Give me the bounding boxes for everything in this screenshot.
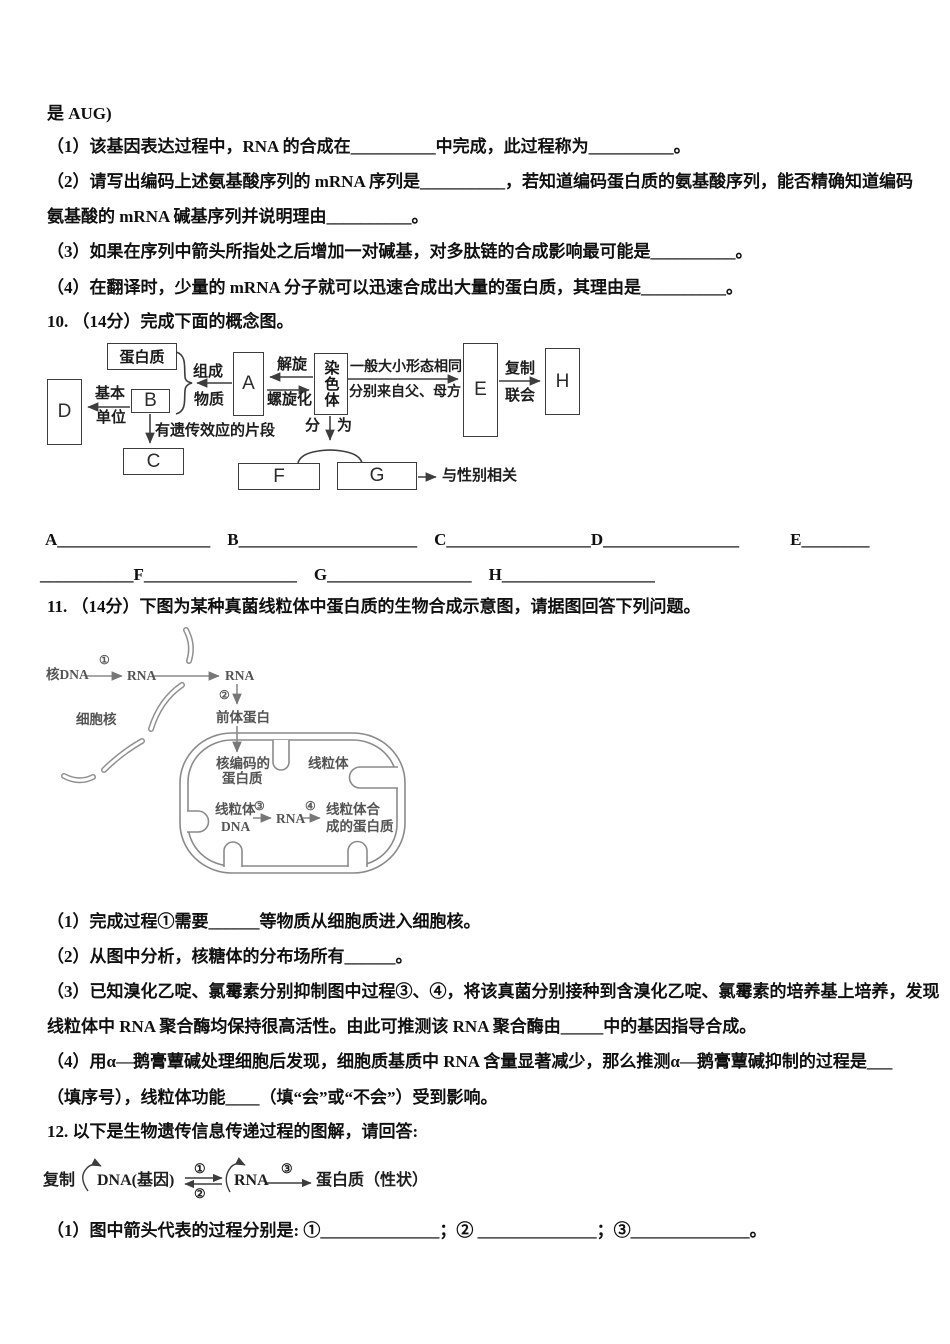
label-mito-protein-2: 成的蛋白质 [326,819,394,834]
label-from-parents: 分别来自父、母方 [349,385,461,400]
label-rna-1: RNA [127,668,157,683]
label-q12-step-2: ② [194,1186,206,1201]
label-same-shape: 一般大小形态相同 [350,360,462,375]
question-11-header: 11. （14分）下图为某种真菌线粒体中蛋白质的生物合成示意图，请据图回答下列问… [47,597,701,616]
label-coil: 螺旋化 [267,392,313,408]
crista-right [348,766,398,789]
label-rna-3: RNA [276,811,306,826]
concept-box-d: D [47,379,82,445]
question-11-1: （1）完成过程①需要______等物质从细胞质进入细胞核。 [47,912,481,931]
concept-box-a: A [233,352,264,416]
label-mito-protein-1: 线粒体合 [326,802,380,817]
label-precursor-protein: 前体蛋白 [216,710,270,725]
label-q12-step-1: ① [194,1161,206,1176]
envelope-arc-core [62,774,95,782]
label-nuclear-encoded-2: 蛋白质 [222,771,263,786]
concept-box-f: F [238,463,320,490]
concept-box-g: G [337,462,417,490]
label-q12-dna: DNA(基因) [97,1172,175,1189]
crista-top [272,740,290,771]
label-unwind: 解旋 [277,357,308,373]
crista-bottom-2 [347,840,368,867]
envelope-arc-core [102,739,144,772]
label-mitochondrion: 线粒体 [308,756,349,771]
question-10-header: 10. （14分）完成下面的概念图。 [47,312,294,331]
label-sex-related: 与性别相关 [442,468,518,484]
question-11-2: （2）从图中分析，核糖体的分布场所有______。 [47,947,413,966]
label-fen: 分 [305,418,321,434]
envelope-arc [148,682,185,732]
label-basic: 基本 [95,386,126,402]
brace-protein-b [175,351,193,415]
question-9-2-cont: 氨基酸的 mRNA 碱基序列并说明理由__________。 [47,207,429,226]
label-nuclear-encoded-1: 核编码的 [216,756,270,771]
label-step-1: ① [99,653,110,667]
concept-box-e: E [463,343,498,437]
label-mtdna-2: DNA [221,819,251,834]
label-q12-replicate: 复制 [43,1172,76,1189]
label-nuclear-dna: 核DNA [46,667,89,682]
envelope-arc-core [149,683,184,731]
question-11-3-cont: 线粒体中 RNA 聚合酶均保持很高活性。由此可推测该 RNA 聚合酶由_____… [47,1017,757,1036]
envelope-arc [101,738,145,773]
question-12-header: 12. 以下是生物遗传信息传递过程的图解，请回答: [47,1122,419,1141]
label-rna-2: RNA [225,668,255,683]
concept-box-b: B [131,389,170,413]
label-q12-step-3: ③ [281,1161,293,1176]
label-q12-protein: 蛋白质（性状） [316,1172,429,1189]
question-9-3: （3）如果在序列中箭头所指处之后增加一对碱基，对多肽链的合成影响最可能是____… [47,242,753,261]
concept-box-protein: 蛋白质 [107,343,177,370]
concept-box-h: H [545,348,580,415]
label-wei: 为 [337,418,353,434]
question-11-4: （4）用α—鹅膏蕈碱处理细胞后发现，细胞质基质中 RNA 含量显著减少，那么推测… [47,1052,893,1071]
question-9-1: （1）该基因表达过程中，RNA 的合成在__________中完成，此过程称为_… [47,137,691,156]
label-synapsis: 联会 [505,388,536,404]
question-9-2: （2）请写出编码上述氨基酸序列的 mRNA 序列是__________，若知道编… [47,172,914,191]
envelope-arc [183,627,194,664]
label-mtdna-1: 线粒体 [215,802,256,817]
label-nucleus: 细胞核 [76,712,117,727]
label-replicate: 复制 [505,361,536,377]
label-step-4: ④ [305,799,316,813]
concept-box-chromosome: 染色体 [314,353,348,415]
envelope-arc [61,773,96,784]
label-substance: 物质 [194,392,225,408]
text-line: 是 AUG) [47,104,112,123]
concept-box-c: C [123,448,184,475]
label-genetic-segment: 有遗传效应的片段 [155,423,276,439]
envelope-arc-core [184,628,193,663]
question-11-3: （3）已知溴化乙啶、氯霉素分别抑制图中过程③、④，将该真菌分别接种到含溴化乙啶、… [47,982,940,1001]
crista-bottom-1 [223,841,243,867]
crista-left [187,810,210,833]
label-unit: 单位 [96,410,127,426]
label-q12-rna: RNA [234,1172,269,1189]
nuclear-envelope-fragments [61,627,194,784]
answer-blanks-row-1: A__________________ B___________________… [45,530,870,549]
question-9-4: （4）在翻译时，少量的 mRNA 分子就可以迅速合成出大量的蛋白质，其理由是__… [47,278,744,297]
question-11-4-cont: （填序号），线粒体功能____（填“会”或“不会”）受到影响。 [47,1088,498,1107]
question-12-1: （1）图中箭头代表的过程分别是: ①______________；② _____… [47,1221,767,1240]
label-component: 组成 [193,364,224,380]
label-step-3: ③ [254,799,265,813]
label-step-2: ② [219,688,230,702]
answer-blanks-row-2: ___________F__________________ G________… [40,565,655,584]
